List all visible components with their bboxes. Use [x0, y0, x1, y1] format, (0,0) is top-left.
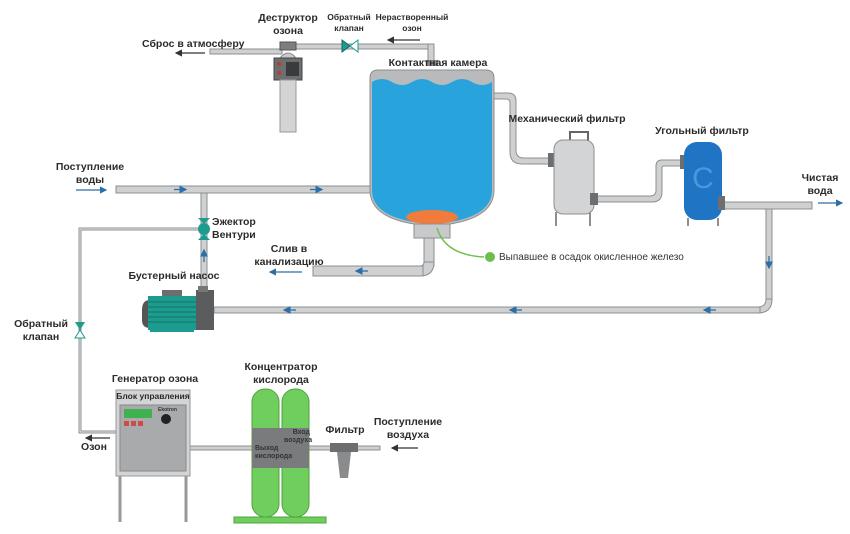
label-water-inlet: Поступление воды [55, 161, 125, 186]
label-venturi-ejector: Эжектор Вентури [212, 216, 256, 241]
label-mechanical-filter: Механический фильтр [508, 113, 626, 125]
oxygen-concentrator[interactable] [233, 388, 327, 524]
contact-chamber[interactable] [369, 60, 495, 239]
carbon-filter-mark: C [692, 162, 714, 195]
label-check-valve-left: Обратный клапан [14, 318, 68, 343]
label-check-valve-top: Обратный клапан [327, 12, 371, 33]
iron-sediment [406, 210, 458, 224]
label-air-inlet-port: Вход воздуха [284, 429, 313, 444]
sediment-callout-line [436, 227, 485, 258]
label-air-inlet: Поступление воздуха [373, 416, 443, 441]
label-contact-chamber: Контактная камера [388, 57, 488, 69]
label-ozone-out: Озон [81, 441, 107, 453]
label-arrows [76, 36, 844, 452]
pipe-oxygen [185, 445, 255, 451]
label-air-filter: Фильтр [325, 424, 365, 436]
mechanical-filter[interactable] [548, 131, 598, 226]
label-ozone-generator: Генератор озона [111, 373, 199, 385]
flow-arrows [174, 185, 773, 314]
ozone-destructor[interactable] [273, 41, 303, 133]
ozone-generator[interactable] [115, 389, 191, 522]
pipe-return-riser [765, 208, 773, 300]
label-carbon-filter: Угольный фильтр [655, 125, 749, 137]
label-drain: Слив в канализацию [254, 243, 324, 268]
air-filter[interactable] [330, 443, 358, 478]
booster-pump[interactable] [142, 286, 214, 332]
generator-display [124, 409, 152, 418]
check-valve-left[interactable] [74, 322, 86, 339]
generator-knob[interactable] [161, 414, 171, 424]
label-control-unit: Блок управления [116, 391, 190, 401]
pipe-clean-water [721, 201, 813, 210]
pipe-chamber-to-mech [489, 92, 551, 165]
pipe-water-inlet [115, 185, 375, 194]
label-undissolved-ozone: Нерастворенный озон [375, 12, 449, 33]
label-booster-pump: Бустерный насос [128, 270, 220, 282]
label-sediment-note: Выпавшее в осадок окисленное железо [499, 252, 684, 263]
pipe-mech-to-carbon [593, 159, 685, 203]
label-oxygen-outlet-port: Выход кислорода [255, 445, 293, 460]
pipe-ozone-return [295, 43, 431, 50]
check-valve-top[interactable] [341, 39, 359, 53]
pipe-vent [209, 48, 283, 55]
carbon-filter[interactable] [680, 142, 725, 226]
label-oxygen-concentrator: Концентратор кислорода [244, 361, 318, 386]
label-knob: Ekotron [158, 407, 177, 413]
venturi-ejector[interactable] [198, 218, 210, 240]
label-vent-atmosphere: Сброс в атмосферу [142, 38, 245, 50]
label-clean-water: Чистая вода [801, 172, 839, 197]
sediment-callout-dot [485, 252, 495, 262]
label-ozone-destructor: Деструктор озона [258, 12, 318, 37]
